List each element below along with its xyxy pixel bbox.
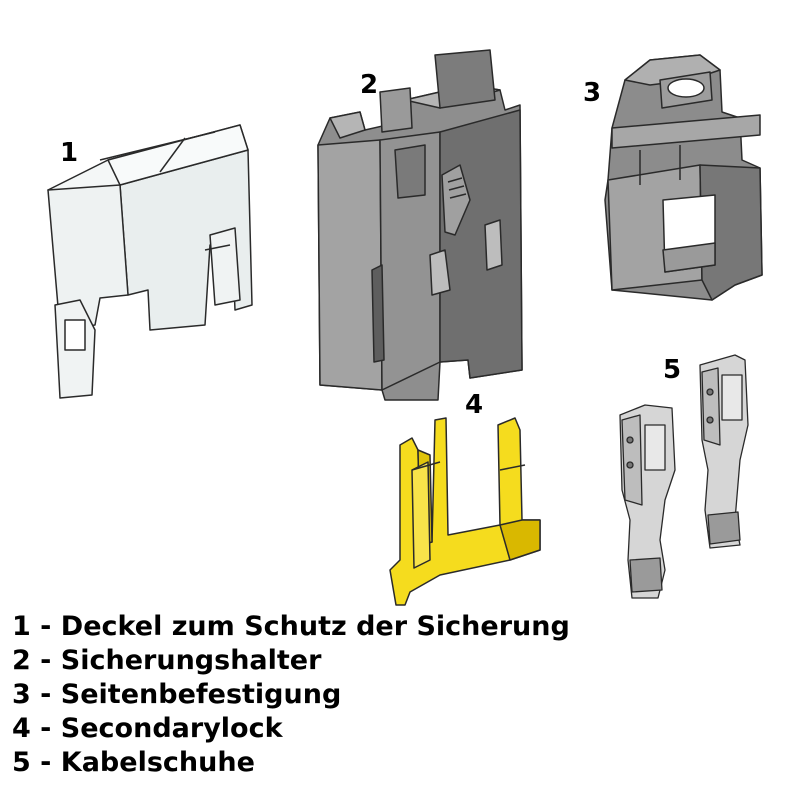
part-number-4: 4 — [465, 390, 484, 420]
legend-item: 2 - Sicherungshalter — [12, 645, 322, 676]
part-number-2: 2 — [360, 70, 379, 100]
crimp-terminal-icon — [619, 354, 749, 599]
legend-item: 4 - Secondarylock — [12, 713, 283, 744]
side-mount-bracket-icon — [604, 54, 763, 301]
parts-illustration — [47, 49, 763, 606]
legend-item: 3 - Seitenbefestigung — [12, 679, 342, 710]
yellow-secondary-lock-icon — [389, 417, 541, 606]
part-number-3: 3 — [583, 78, 602, 108]
legend-item: 1 - Deckel zum Schutz der Sicherung — [12, 611, 570, 642]
gray-fuse-holder-icon — [317, 49, 523, 401]
legend: 1 - Deckel zum Schutz der Sicherung 2 - … — [12, 610, 570, 780]
legend-item: 5 - Kabelschuhe — [12, 747, 255, 778]
part-number-1: 1 — [60, 138, 79, 168]
transparent-fuse-cover-icon — [47, 124, 253, 399]
part-number-5: 5 — [663, 355, 682, 385]
